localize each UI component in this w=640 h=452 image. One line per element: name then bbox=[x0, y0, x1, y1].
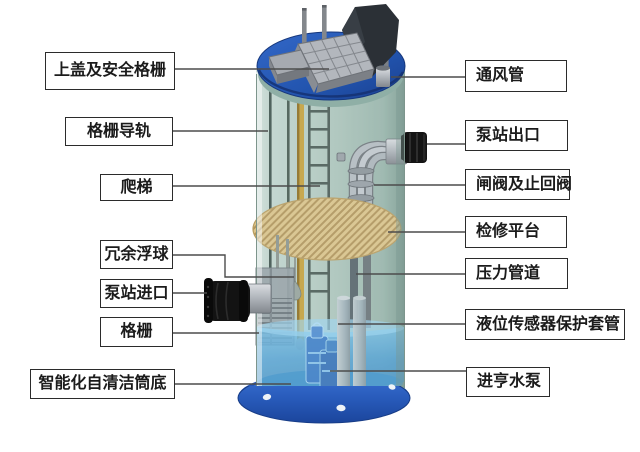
label-text: 格栅导轨 bbox=[86, 122, 151, 140]
label-text: 进亨水泵 bbox=[477, 373, 542, 390]
label-pressure-pipeline: 压力管道 bbox=[465, 258, 568, 289]
outlet-pipe-3d bbox=[385, 132, 427, 165]
base-flange-front bbox=[237, 384, 411, 424]
label-grille: 格栅 bbox=[100, 317, 173, 347]
label-pump-station-inlet: 泵站进口 bbox=[100, 279, 173, 308]
label-text: 爬梯 bbox=[120, 178, 153, 196]
label-pump-station-outlet: 泵站出口 bbox=[465, 120, 568, 151]
label-vent-pipe: 通风管 bbox=[465, 60, 567, 92]
label-text: 上盖及安全格栅 bbox=[53, 62, 166, 79]
label-text: 智能化自清洁筒底 bbox=[38, 375, 167, 392]
label-service-platform: 检修平台 bbox=[465, 216, 567, 248]
label-text: 通风管 bbox=[476, 67, 525, 84]
inlet-pipe-3d bbox=[204, 278, 272, 323]
label-text: 压力管道 bbox=[476, 264, 541, 282]
label-text: 液位传感器保护套管 bbox=[476, 315, 621, 333]
label-redundant-float-ball: 冗余浮球 bbox=[100, 240, 173, 269]
label-text: 闸阀及止回阀 bbox=[476, 175, 573, 193]
label-grille-guide-rail: 格栅导轨 bbox=[65, 117, 173, 146]
label-submersible-pump: 进亨水泵 bbox=[466, 367, 550, 397]
label-text: 泵站进口 bbox=[104, 284, 169, 302]
label-gate-valve-check-valve: 闸阀及止回阀 bbox=[465, 169, 573, 200]
label-level-sensor-protection-sleeve: 液位传感器保护套管 bbox=[465, 309, 625, 340]
vent-pipe-3d bbox=[376, 65, 390, 87]
label-text: 格栅 bbox=[120, 323, 153, 340]
service-platform-3d bbox=[252, 197, 402, 261]
label-ladder: 爬梯 bbox=[100, 174, 173, 201]
label-text: 冗余浮球 bbox=[104, 245, 169, 263]
leader-redundant-float bbox=[173, 254, 294, 278]
label-top-cover-safety-grille: 上盖及安全格栅 bbox=[45, 52, 175, 90]
label-text: 检修平台 bbox=[476, 223, 541, 240]
valve-assembly-3d bbox=[336, 140, 391, 220]
label-smart-self-cleaning-bottom: 智能化自清洁筒底 bbox=[30, 369, 175, 399]
label-text: 泵站出口 bbox=[476, 126, 541, 144]
sensor-sleeves-3d bbox=[337, 295, 366, 390]
tank-glass-overlay bbox=[256, 70, 405, 390]
pressure-pipes-3d bbox=[350, 250, 371, 328]
leader-lines bbox=[173, 68, 466, 385]
